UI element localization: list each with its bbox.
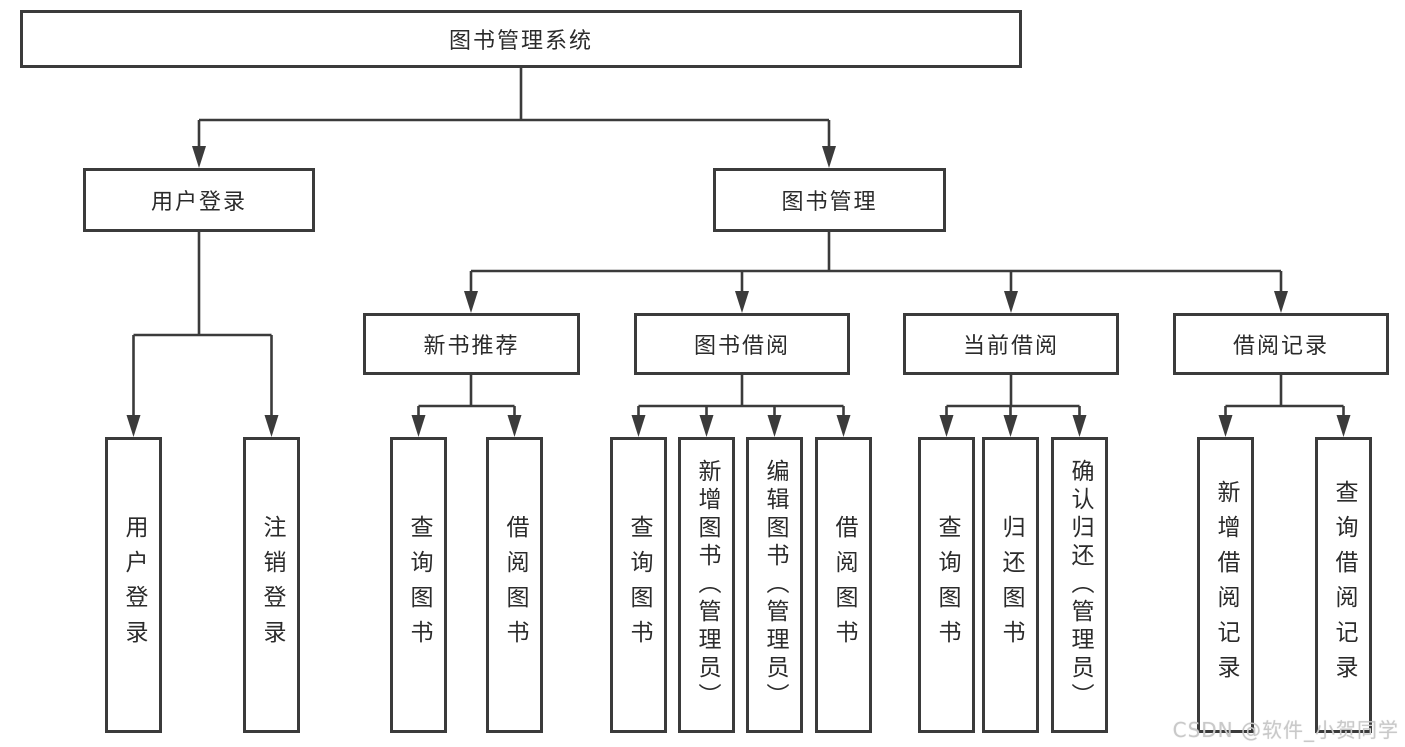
connector-new-book-recommend-to-leaves bbox=[417, 375, 516, 420]
node-new-book-recommend-label: 新书推荐 bbox=[423, 334, 520, 359]
connector-current-borrow-to-leaves bbox=[945, 375, 1081, 420]
connector-borrow-records-to-leaves bbox=[1224, 375, 1345, 420]
leaf-borrow-query-books: 查询图书 bbox=[610, 437, 667, 733]
connector-book-borrow-to-leaves bbox=[637, 375, 845, 420]
node-book-management-label: 图书管理 bbox=[781, 190, 878, 215]
node-user-login-label: 用户登录 bbox=[150, 190, 247, 215]
node-book-borrow-label: 图书借阅 bbox=[693, 334, 790, 359]
arrow-down-icon bbox=[264, 415, 279, 437]
leaf-borrow-borrow-books-label: 借阅图书 bbox=[831, 515, 857, 655]
arrow-down-icon bbox=[411, 415, 426, 437]
leaf-records-add-record-label: 新增借阅记录 bbox=[1213, 480, 1239, 690]
arrow-down-icon bbox=[735, 291, 749, 313]
leaf-current-confirm-return-admin-label: 确认归还（管理员） bbox=[1067, 459, 1093, 711]
arrow-down-icon bbox=[1274, 291, 1288, 313]
csdn-watermark: CSDN @软件_小贺同学 bbox=[1172, 718, 1399, 742]
arrow-down-icon bbox=[822, 146, 836, 168]
leaf-current-return-books-label: 归还图书 bbox=[998, 515, 1024, 655]
node-root-label: 图书管理系统 bbox=[448, 29, 593, 54]
leaf-recommend-borrow-books-label: 借阅图书 bbox=[502, 515, 528, 655]
leaf-current-return-books: 归还图书 bbox=[982, 437, 1039, 733]
arrow-down-icon bbox=[1003, 415, 1018, 437]
node-borrow-records: 借阅记录 bbox=[1173, 313, 1389, 375]
leaf-borrow-add-books-admin: 新增图书（管理员） bbox=[678, 437, 735, 733]
arrow-down-icon bbox=[1336, 415, 1351, 437]
arrow-down-icon bbox=[464, 291, 478, 313]
arrow-down-icon bbox=[1072, 415, 1087, 437]
connector-book-management-to-level3 bbox=[469, 232, 1283, 295]
leaf-current-query-books-label: 查询图书 bbox=[934, 515, 960, 655]
arrowhead-icons bbox=[126, 146, 1351, 437]
leaf-records-add-record: 新增借阅记录 bbox=[1197, 437, 1254, 733]
arrow-down-icon bbox=[939, 415, 954, 437]
leaf-borrow-edit-books-admin: 编辑图书（管理员） bbox=[746, 437, 803, 733]
node-current-borrow: 当前借阅 bbox=[903, 313, 1119, 375]
leaf-records-query-record-label: 查询借阅记录 bbox=[1331, 480, 1357, 690]
node-borrow-records-label: 借阅记录 bbox=[1232, 334, 1329, 359]
arrow-down-icon bbox=[767, 415, 782, 437]
connector-user-login-to-leaves bbox=[132, 232, 273, 420]
arrow-down-icon bbox=[1004, 291, 1018, 313]
arrow-down-icon bbox=[1218, 415, 1233, 437]
node-new-book-recommend: 新书推荐 bbox=[363, 313, 580, 375]
leaf-user-login: 用户登录 bbox=[105, 437, 162, 733]
leaf-current-query-books: 查询图书 bbox=[918, 437, 975, 733]
leaf-current-confirm-return-admin: 确认归还（管理员） bbox=[1051, 437, 1108, 733]
arrow-down-icon bbox=[126, 415, 141, 437]
node-user-login: 用户登录 bbox=[83, 168, 315, 232]
leaf-borrow-add-books-admin-label: 新增图书（管理员） bbox=[694, 459, 720, 711]
connector-root-to-level2 bbox=[197, 68, 831, 150]
leaf-recommend-query-books-label: 查询图书 bbox=[406, 515, 432, 655]
arrow-down-icon bbox=[631, 415, 646, 437]
arrow-down-icon bbox=[507, 415, 522, 437]
leaf-borrow-edit-books-admin-label: 编辑图书（管理员） bbox=[762, 459, 788, 711]
arrow-down-icon bbox=[836, 415, 851, 437]
node-book-borrow: 图书借阅 bbox=[634, 313, 850, 375]
node-current-borrow-label: 当前借阅 bbox=[962, 334, 1059, 359]
leaf-borrow-borrow-books: 借阅图书 bbox=[815, 437, 872, 733]
leaf-borrow-query-books-label: 查询图书 bbox=[626, 515, 652, 655]
leaf-records-query-record: 查询借阅记录 bbox=[1315, 437, 1372, 733]
leaf-recommend-query-books: 查询图书 bbox=[390, 437, 447, 733]
leaf-logout-label: 注销登录 bbox=[259, 515, 285, 655]
leaf-logout: 注销登录 bbox=[243, 437, 300, 733]
node-book-management: 图书管理 bbox=[713, 168, 946, 232]
arrow-down-icon bbox=[192, 146, 206, 168]
node-root: 图书管理系统 bbox=[20, 10, 1022, 68]
leaf-user-login-label: 用户登录 bbox=[121, 515, 147, 655]
leaf-recommend-borrow-books: 借阅图书 bbox=[486, 437, 543, 733]
arrow-down-icon bbox=[699, 415, 714, 437]
